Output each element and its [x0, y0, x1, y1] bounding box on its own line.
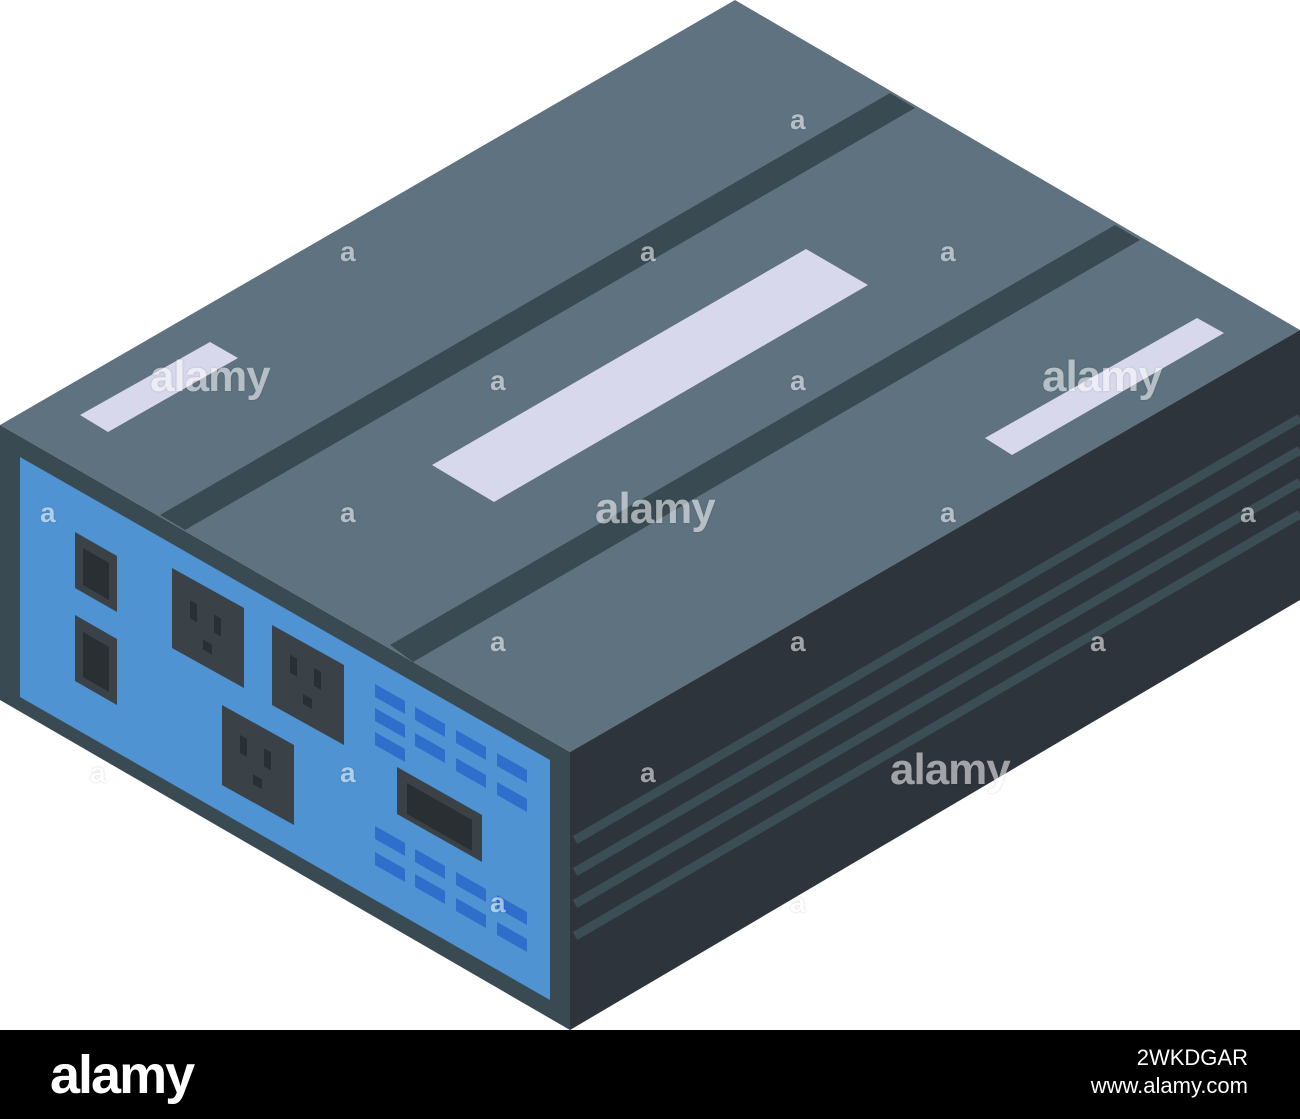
top-label-right [985, 318, 1224, 455]
side-face [570, 330, 1300, 1030]
top-label-center [432, 249, 868, 502]
power-inverter-illustration [0, 0, 1300, 1030]
stock-footer-bar: alamy 2WKDGAR www.alamy.com [0, 1030, 1300, 1119]
led-indicator-icon [375, 826, 527, 952]
footer-logo: alamy [50, 1045, 195, 1105]
top-groove-1 [160, 93, 915, 530]
front-panel [20, 457, 550, 1000]
footer-image-id: 2WKDGAR [1136, 1045, 1248, 1070]
footer-url: www.alamy.com [1090, 1073, 1248, 1098]
vent-grille-icon [572, 414, 1300, 940]
power-outlet-icon [222, 705, 294, 825]
top-groove-2 [390, 225, 1140, 662]
switch-top [75, 532, 117, 612]
illustration: alamy alamy alamy alamy a a a a a a a a … [0, 0, 1300, 1030]
top-label-small [80, 342, 238, 432]
led-indicator-icon [375, 684, 527, 812]
power-outlet-icon [172, 568, 244, 688]
power-outlet-icon [272, 625, 344, 745]
footer-info: 2WKDGAR www.alamy.com [1091, 1044, 1248, 1100]
switch-bottom [75, 615, 117, 705]
display-icon [397, 767, 482, 862]
